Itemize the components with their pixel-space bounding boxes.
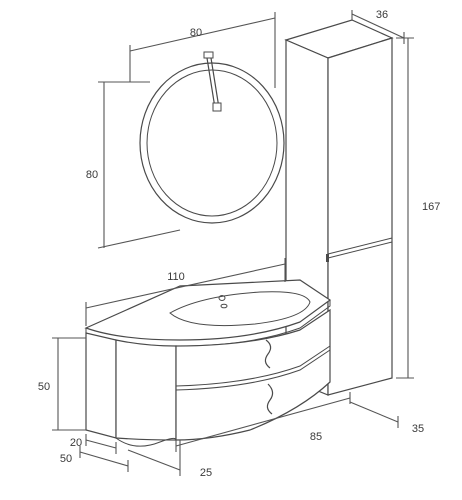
dimension-column-height: 167 [396,37,440,379]
label-column-height: 167 [422,201,440,213]
label-vanity-height: 50 [38,381,50,393]
dimension-cabinet-depth: 35 [349,401,424,435]
dimension-base-offset: 25 [127,440,212,479]
label-vanity-width: 110 [167,271,185,283]
drawer-handle-icon [264,339,272,369]
label-mirror-height: 80 [86,169,98,181]
dimension-mirror-height: 80 [86,81,181,249]
dimension-mirror-width: 80 [129,12,276,88]
label-cabinet-depth: 35 [412,423,424,435]
label-base-depth-left: 50 [60,453,72,465]
dimension-base-depth-left: 50 [60,446,129,472]
label-mirror-width: 80 [190,27,202,39]
vanity-unit [84,279,332,447]
towel-holder [203,51,222,112]
dimension-vanity-width: 110 [85,258,286,326]
label-base-offset: 25 [200,467,212,479]
drawer-handle-icon [266,383,274,415]
label-column-depth: 36 [376,9,388,21]
label-base-depth-front: 20 [70,437,82,449]
label-cabinet-width: 85 [310,431,322,443]
dimension-cabinet-width: 85 [175,392,351,452]
dimension-vanity-height: 50 [38,337,86,431]
sink-basin [169,291,311,327]
dimension-base-depth-front: 20 [70,434,117,454]
